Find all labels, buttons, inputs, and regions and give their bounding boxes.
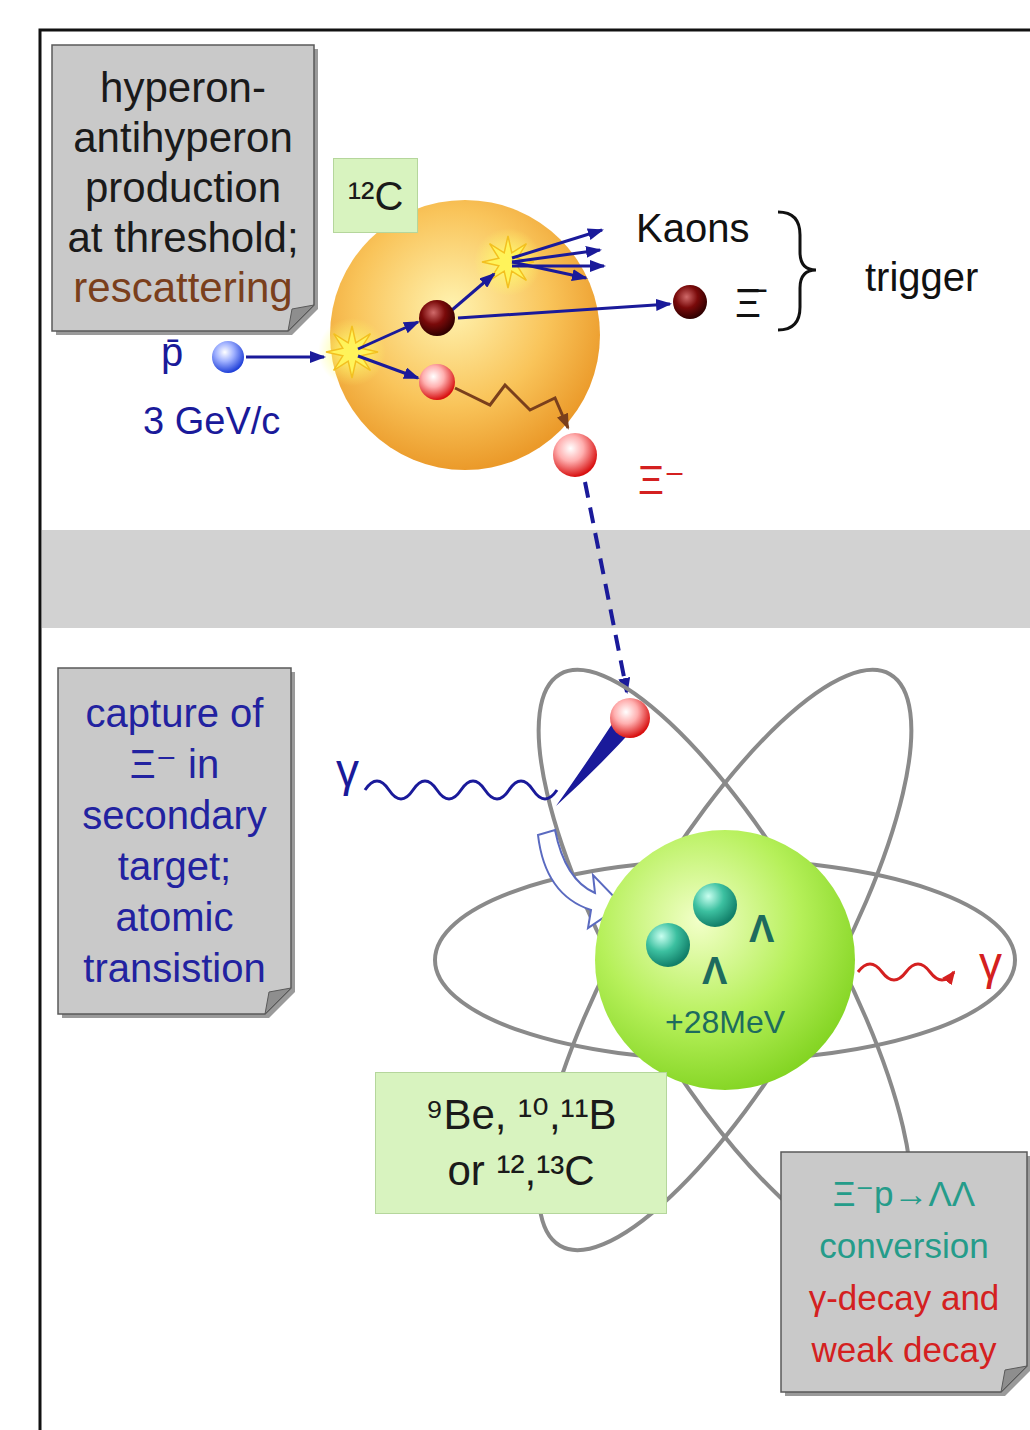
antihyperon [419,300,455,336]
particle-label: Kaons [636,205,749,251]
note-text: γ-decay and weak decay [791,1272,1017,1376]
orbit [435,860,1015,1060]
note-text: hyperon- antihyperon production at thres… [65,63,301,263]
note-callout: capture of Ξ⁻ in secondary target; atomi… [58,668,291,1014]
lambda-particle [646,923,690,967]
photon-wave [858,964,954,980]
callout-fold [265,988,291,1014]
transfer-arrow [585,482,627,692]
track-arrow [358,356,418,378]
kaon-arrow [512,230,602,258]
lambda-label: Λ [702,950,727,994]
trigger-label: trigger [865,254,978,300]
note-callout: Ξ⁻p→ΛΛ conversionγ-decay and weak decay [781,1152,1027,1392]
glow [318,318,386,386]
note-text: capture of Ξ⁻ in secondary target; atomi… [78,688,271,994]
note-text: rescattering [65,263,301,313]
brace [778,212,816,330]
target-label: ⁹Be, ¹⁰,¹¹B or ¹²,¹³C [407,1087,635,1199]
energy-label: +28MeV [665,1004,785,1041]
particle-label: Ξ⁻ [638,457,685,503]
rescattering-path [455,385,568,428]
xi-minus [553,433,597,477]
hyperon [419,364,455,400]
lambda-label: Λ [749,908,774,952]
xi-minus [610,698,650,738]
collision-star [326,326,378,378]
target-tag: ⁹Be, ¹⁰,¹¹B or ¹²,¹³C [375,1072,667,1214]
note-callout: hyperon- antihyperon production at thres… [52,45,314,331]
track-arrow [458,304,670,318]
antihyperon [673,285,707,319]
glow [474,228,542,296]
callout-body [58,668,291,1014]
lambda-particle [693,883,737,927]
frame [40,30,1030,1430]
hypernucleus: ΛΛ +28MeV [595,830,855,1090]
callout-body [52,45,314,331]
callout-body [781,1152,1027,1392]
momentum-label: 3 GeV/c [143,400,280,444]
kaon-arrow [512,250,600,262]
callout-fold [1001,1366,1027,1392]
separator-band [42,530,1030,628]
target-tag: ¹²C [333,158,418,233]
kaon-arrow [512,262,586,278]
collision-star [482,236,534,288]
note-text: Ξ⁻p→ΛΛ conversion [791,1168,1017,1272]
target-label: ¹²C [344,172,407,220]
beam-arrow [246,356,324,359]
antiproton [212,341,244,373]
photon-label: γ [979,937,1002,990]
track-arrow [452,274,494,310]
particle-label: Ξ̄ [735,280,761,326]
nucleus-body [595,830,855,1090]
particle-label: p̄ [161,329,183,375]
photon-label: γ [336,744,359,797]
photon-wave [365,781,557,799]
track-arrow [358,322,418,349]
